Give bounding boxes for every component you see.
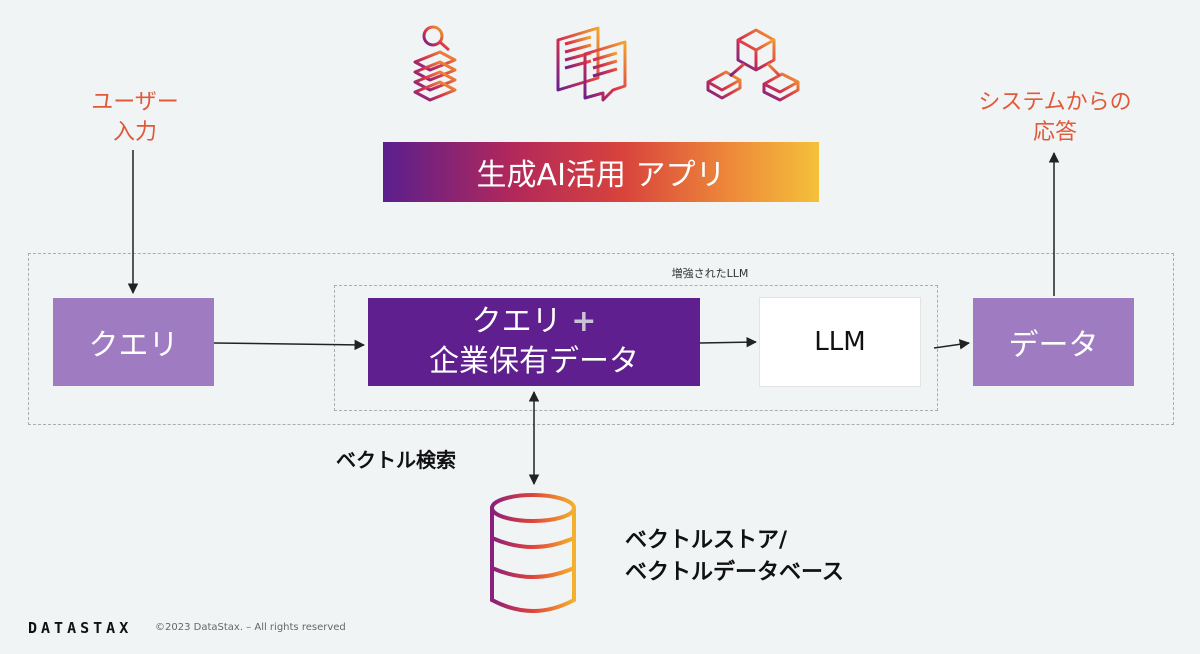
database-icon [486, 490, 581, 620]
vector-store-label: ベクトルストア/ ベクトルデータベース [625, 525, 925, 589]
arrow-llm-to-data [933, 339, 971, 350]
query-plus-line2: 企業保有データ [429, 344, 639, 379]
user-input-line2: 入力 [112, 120, 157, 145]
llm-box-label: LLM [814, 327, 866, 357]
copyright-text: ©2023 DataStax. – All rights reserved [155, 622, 346, 633]
arrow-query-to-enterprise [213, 339, 366, 351]
outer-boundary [28, 253, 1174, 425]
llm-box: LLM [760, 298, 920, 386]
user-input-line1: ユーザー [91, 90, 179, 115]
query-box-label: クエリ [88, 328, 179, 363]
system-response-label: システムからの 応答 [950, 88, 1160, 148]
arrow-enterprise-to-llm [699, 336, 758, 348]
user-input-label: ユーザー 入力 [70, 88, 200, 148]
document-search-icon [405, 22, 465, 102]
data-box-label: データ [1008, 328, 1099, 363]
cube-network-icon [700, 22, 810, 102]
query-plus-query: クエリ [471, 304, 562, 339]
chat-documents-icon [553, 22, 633, 104]
plus-icon: + [571, 304, 597, 339]
query-plus-line1: クエリ + [472, 302, 597, 342]
data-box: データ [973, 298, 1134, 386]
genai-app-banner: 生成AI活用 アプリ [383, 142, 819, 202]
system-response-line1: システムからの [978, 90, 1132, 115]
datastax-logo: DATASTAX [28, 619, 133, 637]
system-response-line2: 応答 [1032, 120, 1077, 145]
genai-app-banner-label: 生成AI活用 アプリ [476, 158, 726, 193]
vector-search-label: ベクトル検索 [336, 448, 456, 472]
vector-store-line2: ベクトルデータベース [625, 560, 844, 585]
query-box: クエリ [53, 298, 214, 386]
augmented-llm-label: 増強されたLLM [671, 267, 749, 280]
query-enterprise-data-box: クエリ + 企業保有データ [368, 298, 700, 386]
vector-store-line1: ベクトルストア/ [625, 528, 788, 553]
